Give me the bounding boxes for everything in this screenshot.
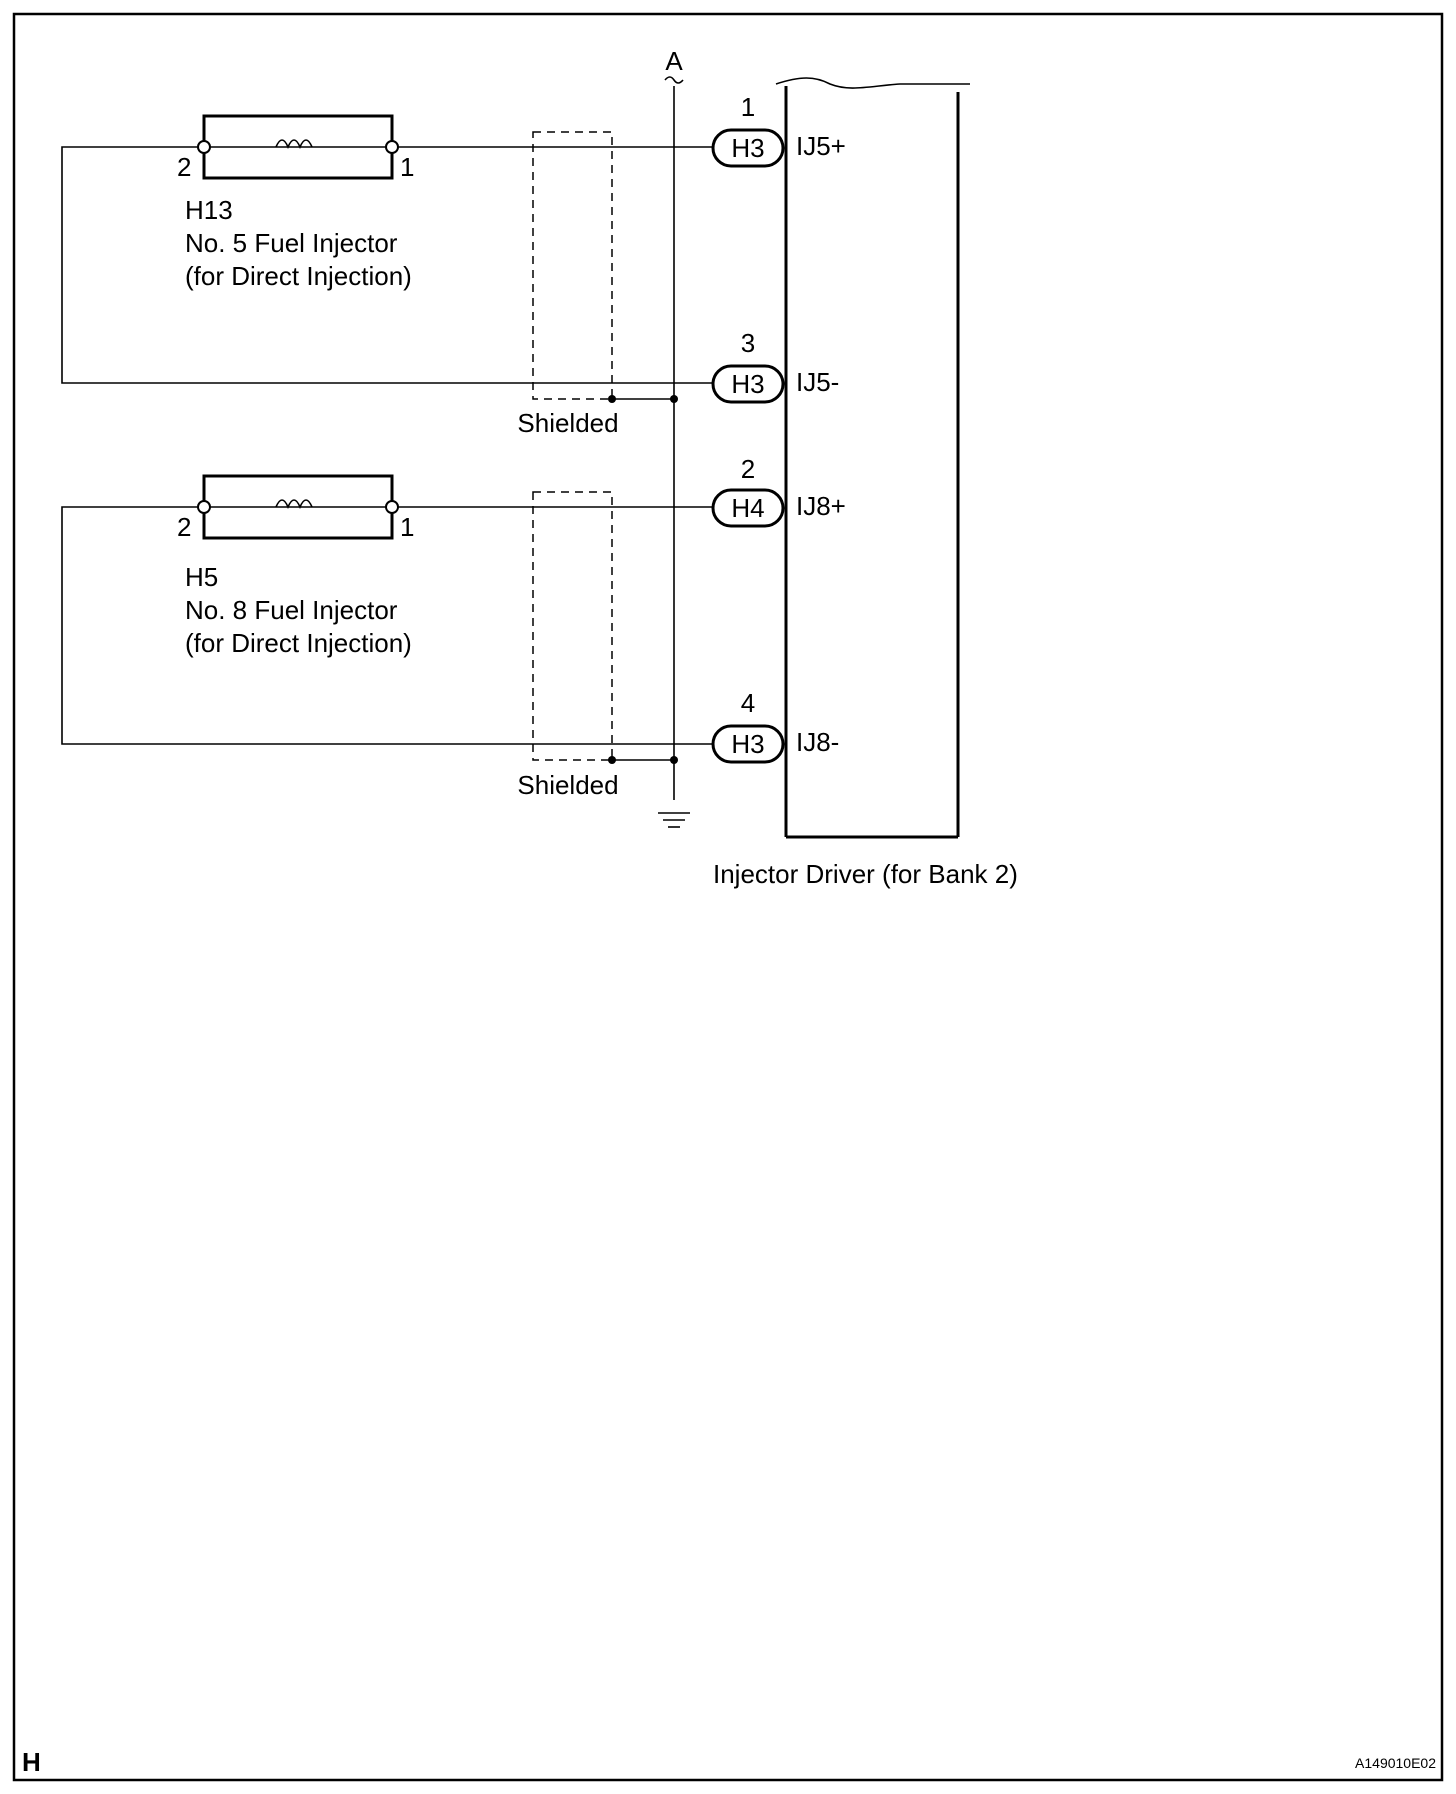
connector-code: H4	[731, 493, 764, 523]
wire	[61, 506, 713, 745]
connector-code: H3	[731, 133, 764, 163]
section-letter: H	[22, 1747, 41, 1777]
injector-note: (for Direct Injection)	[185, 261, 412, 291]
junction-dot	[670, 395, 678, 403]
pin-number: 1	[741, 92, 755, 122]
pin-connector: 3 H3 IJ5-	[711, 328, 839, 404]
injector-h5	[197, 474, 399, 540]
connector-code: H3	[731, 369, 764, 399]
shield-box	[532, 491, 613, 761]
injector-note: (for Direct Injection)	[185, 628, 412, 658]
injector-right-terminal: 1	[400, 512, 414, 542]
ecu-name: Injector Driver (for Bank 2)	[713, 859, 1018, 889]
pin-connector: 2 H4 IJ8+	[711, 454, 846, 528]
pin-number: 2	[741, 454, 755, 484]
terminal-circle	[197, 140, 211, 154]
terminal-circle	[197, 500, 211, 514]
bus-label: A	[665, 46, 683, 76]
pin-connector: 4 H3 IJ8-	[711, 688, 839, 764]
page-frame	[12, 12, 1444, 1782]
injector-left-terminal: 2	[177, 512, 191, 542]
figure-id: A149010E02	[1355, 1755, 1436, 1771]
bus-break-symbol	[664, 76, 684, 84]
connector-oval	[711, 128, 785, 168]
coil-icon	[275, 499, 313, 510]
connector-oval	[711, 364, 785, 404]
terminal-circle	[385, 140, 399, 154]
wire	[61, 146, 713, 384]
pin-number: 4	[741, 688, 755, 718]
pin-connector: 1 H3 IJ5+	[711, 92, 846, 168]
junction-dot	[608, 756, 616, 764]
injector-name: No. 5 Fuel Injector	[185, 228, 398, 258]
signal-name: IJ8+	[796, 491, 846, 521]
pin-number: 3	[741, 328, 755, 358]
shield-label: Shielded	[517, 408, 618, 438]
injector-right-terminal: 1	[400, 152, 414, 182]
signal-name: IJ5-	[796, 367, 839, 397]
injector-driver-box	[775, 77, 970, 839]
shield-label: Shielded	[517, 770, 618, 800]
ground-symbol	[658, 812, 690, 828]
signal-name: IJ5+	[796, 131, 846, 161]
injector-h13	[197, 114, 399, 180]
shield-box	[532, 131, 613, 400]
injector-name: No. 8 Fuel Injector	[185, 595, 398, 625]
terminal-circle	[385, 500, 399, 514]
junction-dot	[670, 756, 678, 764]
injector-connector-code: H5	[185, 562, 218, 592]
injector-left-terminal: 2	[177, 152, 191, 182]
connector-oval	[711, 724, 785, 764]
signal-name: IJ8-	[796, 727, 839, 757]
connector-code: H3	[731, 729, 764, 759]
connector-oval	[711, 488, 785, 528]
junction-dot	[608, 395, 616, 403]
injector-connector-code: H13	[185, 195, 233, 225]
coil-icon	[275, 139, 313, 150]
